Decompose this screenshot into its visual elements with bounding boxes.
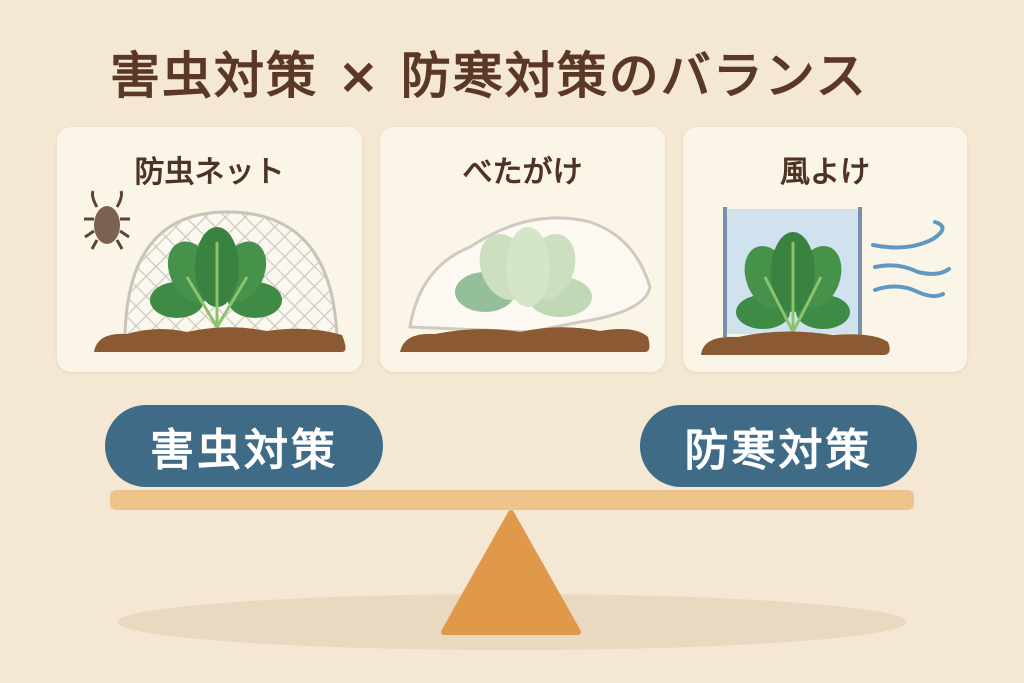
card-label: べたがけ: [462, 155, 583, 190]
card-row-cover: べたがけ: [380, 127, 665, 372]
soil: [701, 331, 890, 355]
card-insect-net: 防虫ネット: [57, 127, 362, 372]
page-title: 害虫対策 × 防寒対策のバランス: [110, 47, 868, 105]
card-label: 防虫ネット: [134, 155, 285, 190]
pest-control-label: 害虫対策: [105, 405, 383, 487]
card-label: 風よけ: [780, 155, 870, 190]
soil: [94, 327, 346, 352]
plant-icon: [736, 232, 850, 333]
bug-icon: [84, 190, 130, 250]
plant-icon: [455, 227, 592, 317]
insect-net-illustration: [84, 190, 346, 352]
cold-protection-label: 防寒対策: [640, 405, 917, 487]
card-windbreak: 風よけ: [683, 127, 967, 372]
soil: [400, 327, 650, 352]
windbreak-illustration: [701, 207, 951, 355]
row-cover-illustration: [400, 216, 652, 352]
plant-icon: [150, 227, 282, 328]
wind-icon: [871, 220, 951, 299]
